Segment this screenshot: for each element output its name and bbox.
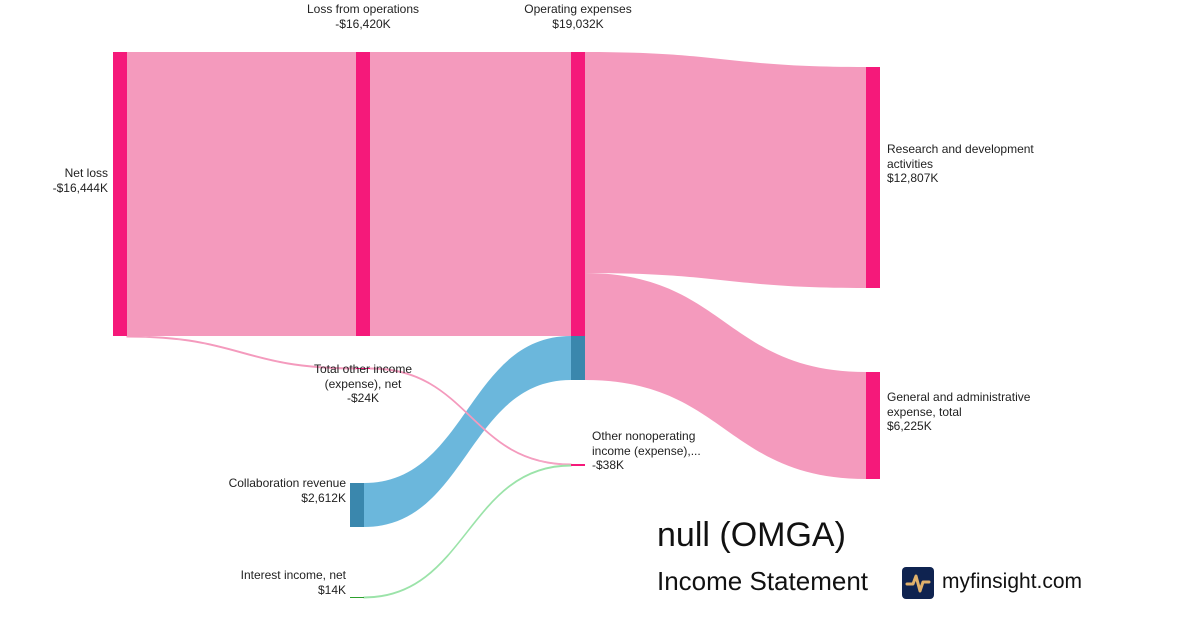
node-label-collaboration-revenue: Collaboration revenue$2,612K — [228, 476, 346, 505]
node-opex — [571, 52, 585, 336]
node-opex-revenue-segment — [571, 336, 585, 380]
company-title: null (OMGA) — [657, 516, 846, 554]
node-label-general-administrative: General and administrative expense, tota… — [887, 390, 1031, 433]
node-label-operating-expenses: Operating expenses$19,032K — [524, 2, 632, 31]
node-rd — [866, 67, 880, 288]
node-label-net-loss: Net loss-$16,444K — [52, 166, 108, 195]
link-collab-to-opex — [364, 336, 571, 527]
node-total-other — [356, 368, 370, 369]
node-label-total-other-income: Total other income (expense), net-$24K — [313, 362, 413, 405]
link-opex-to-rd — [585, 52, 866, 288]
link-loss_ops-to-opex — [370, 52, 571, 336]
node-label-other-nonoperating: Other nonoperating income (expense),...-… — [592, 429, 701, 472]
node-other-nonop — [571, 464, 585, 466]
node-net-loss — [113, 52, 127, 336]
node-label-loss-from-operations: Loss from operations-$16,420K — [306, 2, 420, 31]
site-name: myfinsight.com — [942, 570, 1083, 593]
link-net_loss-to-loss_ops — [127, 52, 356, 336]
link-opex-to-ga — [585, 273, 866, 479]
pulse-icon — [902, 567, 934, 599]
node-interest — [350, 597, 364, 598]
node-ga — [866, 372, 880, 479]
node-loss-ops — [356, 52, 370, 336]
node-collab — [350, 483, 364, 527]
statement-subtitle: Income Statement — [657, 566, 868, 596]
node-label-interest-income: Interest income, net$14K — [240, 568, 346, 597]
node-label-research-development: Research and development activities$12,8… — [887, 142, 1034, 185]
